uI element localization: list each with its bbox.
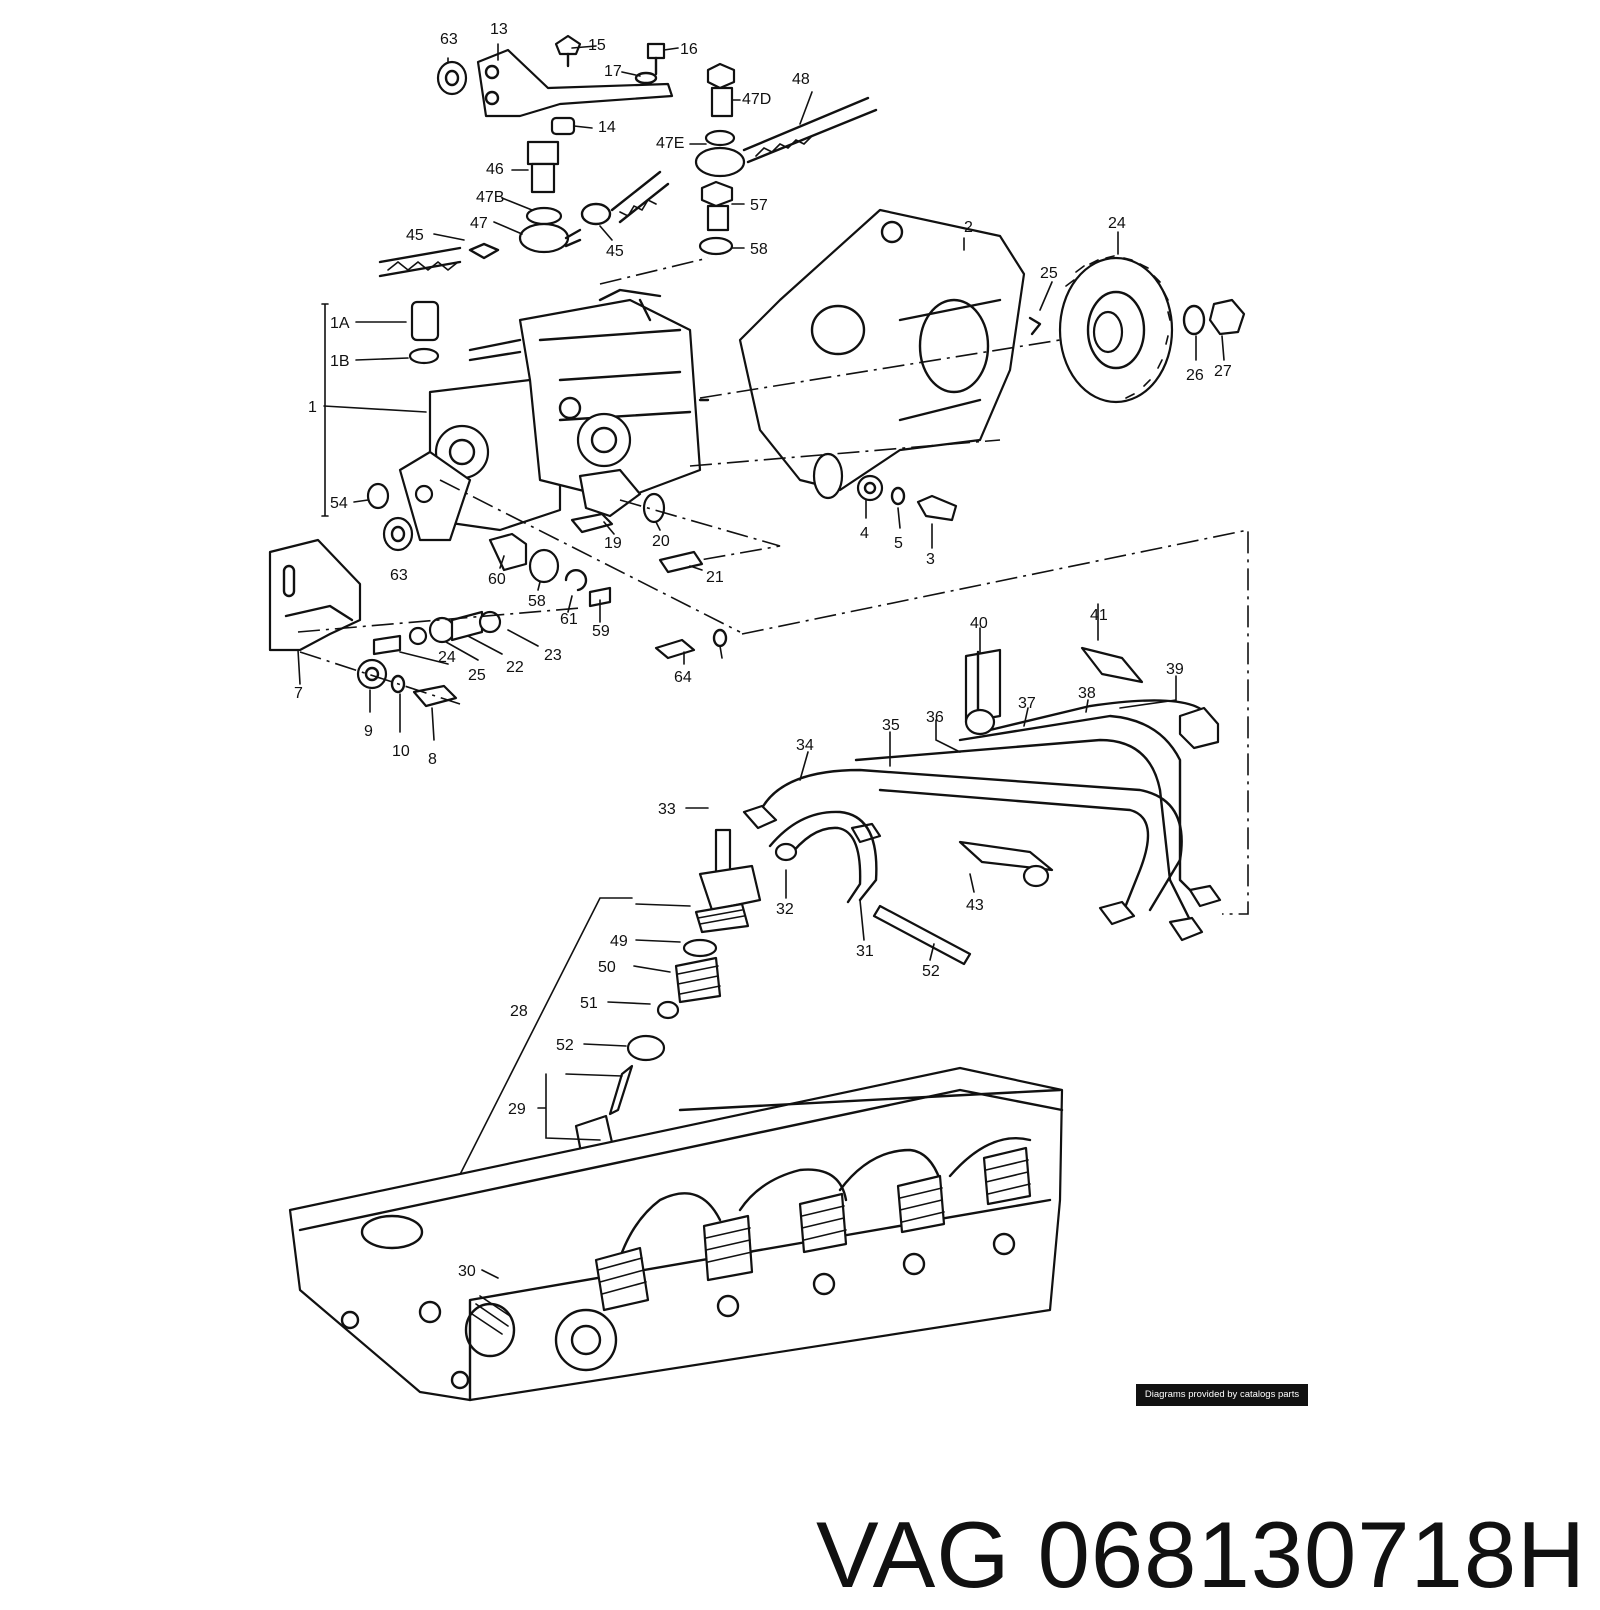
label-17: 20	[652, 533, 670, 550]
label-27: 27	[1214, 363, 1232, 380]
connection-line-3	[599, 257, 709, 285]
label-5: 5	[894, 535, 903, 552]
label-15: 17	[604, 63, 622, 80]
label-43: 43	[966, 897, 984, 914]
label-12: 14	[598, 119, 616, 136]
label-60: 60	[488, 571, 506, 588]
label-44-right: 45	[606, 243, 624, 260]
label-49: 50	[598, 959, 616, 976]
label-57: 58	[750, 241, 768, 258]
connection-line-2	[619, 499, 781, 561]
label-37: 37	[1018, 695, 1036, 712]
cylinder-head-drawing	[288, 1066, 1064, 1402]
label-2: 2	[964, 219, 973, 236]
label-21: 24	[438, 649, 456, 666]
label-8: 8	[428, 751, 437, 768]
mounting-bracket-drawing	[699, 208, 1246, 522]
label-47d: 47E	[656, 135, 684, 152]
label-47: 47B	[476, 189, 504, 206]
label-28: 28	[510, 1003, 528, 1020]
label-14: 16	[680, 41, 698, 58]
label-44-left: 45	[406, 227, 424, 244]
label-61: 61	[560, 611, 578, 628]
label-25: 25	[1040, 265, 1058, 282]
label-22: 25	[468, 667, 486, 684]
label-24: 24	[1108, 215, 1126, 232]
label-30: 30	[458, 1263, 476, 1280]
injection-pump-drawing	[321, 288, 710, 552]
label-7: 7	[294, 685, 303, 702]
fuel-lines-top-drawing	[378, 62, 878, 278]
label-48: 49	[610, 933, 628, 950]
label-23: 23	[544, 647, 562, 664]
diagram-credit-badge: Diagrams provided by catalogs parts	[1136, 1384, 1308, 1406]
label-45: 46	[486, 161, 504, 178]
connection-line-4	[689, 439, 1001, 467]
label-13: 15	[588, 37, 606, 54]
label-32: 32	[776, 901, 794, 918]
label-34: 34	[796, 737, 814, 754]
connection-line-1	[741, 529, 1249, 915]
label-31: 31	[856, 943, 874, 960]
label-20: 22	[506, 659, 524, 676]
lower-bracket-drawing	[268, 479, 741, 708]
label-1b: 1B	[330, 353, 350, 370]
label-1a: 1A	[330, 315, 350, 332]
callout-labels: 63 13 15 16 17 14 47D 48 47E 57 58 46 47…	[294, 21, 1232, 1280]
label-54: 54	[330, 495, 348, 512]
label-4: 4	[860, 525, 869, 542]
label-19: 21	[706, 569, 724, 586]
label-62-top: 63	[440, 31, 458, 48]
label-11: 13	[490, 21, 508, 38]
label-47e: 48	[792, 71, 810, 88]
label-36: 36	[926, 709, 944, 726]
label-33: 33	[658, 801, 676, 818]
label-62-bottom: 63	[390, 567, 408, 584]
leader-lines	[297, 43, 1225, 1279]
label-41: 41	[1090, 607, 1108, 624]
label-52: 52	[922, 963, 940, 980]
label-39: 39	[1166, 661, 1184, 678]
label-29: 29	[508, 1101, 526, 1118]
label-58: 58	[528, 593, 546, 610]
label-50: 51	[580, 995, 598, 1012]
label-35: 35	[882, 717, 900, 734]
label-51: 52	[556, 1037, 574, 1054]
label-47b: 47D	[742, 91, 771, 108]
label-56: 57	[750, 197, 768, 214]
label-38: 38	[1078, 685, 1096, 702]
label-3: 3	[926, 551, 935, 568]
label-63: 64	[674, 669, 692, 686]
label-26: 26	[1186, 367, 1204, 384]
label-46: 47	[470, 215, 488, 232]
label-59: 59	[592, 623, 610, 640]
label-1: 1	[308, 399, 317, 416]
part-number: VAG 068130718H	[815, 1502, 1586, 1607]
label-16: 19	[604, 535, 622, 552]
bracket-11-drawing	[436, 34, 674, 136]
label-40: 40	[970, 615, 988, 632]
label-10: 10	[392, 743, 410, 760]
label-9: 9	[364, 723, 373, 740]
